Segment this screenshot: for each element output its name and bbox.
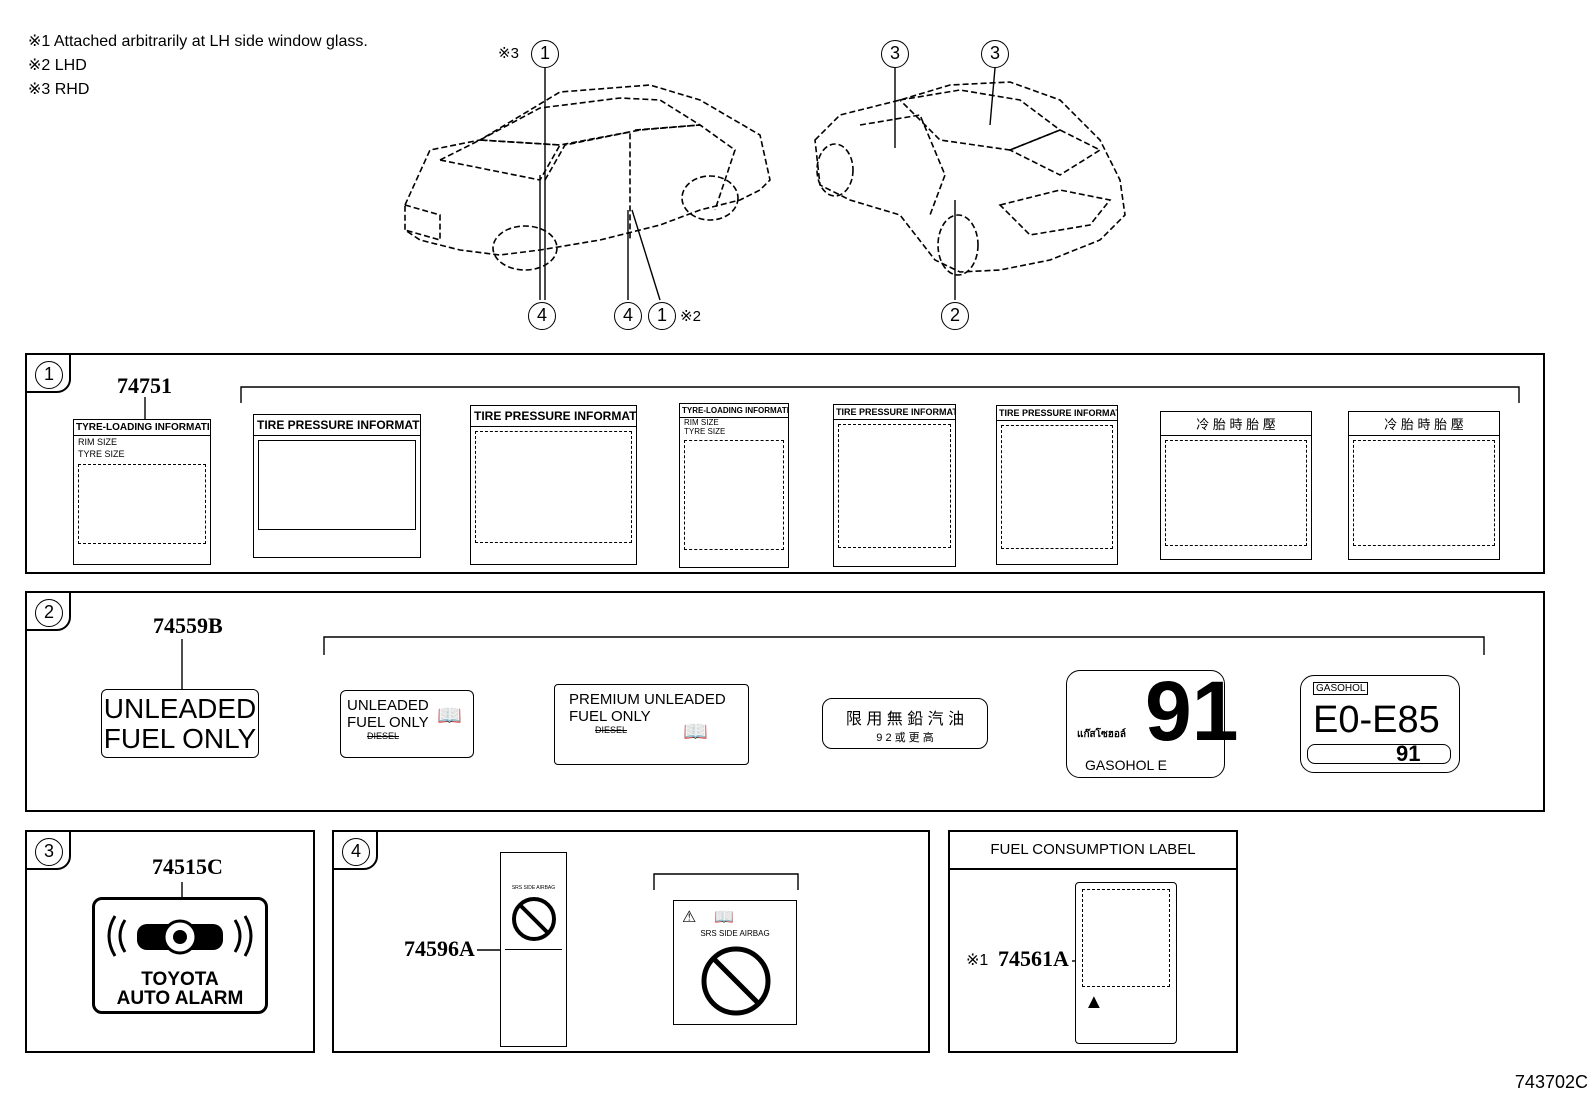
section-1-leaders [144,386,1520,421]
warning-icon: ⚠ [682,909,697,926]
callout-4-a: 4 [528,302,556,330]
auto-alarm-label: TOYOTA AUTO ALARM [92,897,268,1014]
note-1: ※1 Attached arbitrarily at LH side windo… [28,33,368,50]
callout-1-lhd: 1 [648,302,676,330]
section-2-leaders [181,636,1485,691]
fuel-label-b: UNLEADED FUEL ONLY DIESEL 📖 [340,690,474,758]
section-4-number: 4 [342,838,370,866]
front-car-door-rear [634,124,736,211]
note-3: ※3 RHD [28,81,90,98]
tire-label-6: TIRE PRESSURE INFORMATION [996,405,1118,565]
section-2-number: 2 [35,599,63,627]
fuel-label-main: UNLEADED FUEL ONLY [101,689,259,758]
fuel-consumption-title: FUEL CONSUMPTION LABEL [950,832,1236,870]
fuel-label-d: 限 用 無 鉛 汽 油 9 2 或 更 高 [822,698,988,749]
lhd-mark: ※2 [680,308,701,325]
fuel-consumption-label: ▲ [1075,882,1177,1044]
rear-car-wheel-rear [937,214,979,276]
airbag-label-tall: SRS SIDE AIRBAG [500,852,567,1047]
section-4-airbag-labels: 4 74596A [332,830,930,1053]
front-car-roof [477,97,703,146]
rhd-mark: ※3 [498,45,519,62]
front-car-body [404,84,771,256]
part-74751: 74751 [117,373,172,398]
part-74515C: 74515C [152,854,223,879]
front-car-grille [404,204,441,242]
manual-book-icon: 📖 [683,721,708,743]
tire-label-3: TIRE PRESSURE INFORMATION [470,405,637,565]
part-74596A: 74596A [404,936,475,961]
note-2: ※2 LHD [28,57,87,74]
section-3-number: 3 [35,838,63,866]
no-child-seat-icon [701,946,771,1016]
figure-code: 743702C [1514,1072,1588,1092]
manual-book-icon: 📖 [714,909,734,926]
rear-car-wheel-front [816,143,854,197]
tire-label-4: TYRE-LOADING INFORMATION RIM SIZE TYRE S… [679,403,789,568]
section-1-number: 1 [35,361,63,389]
rear-car-trunk [998,189,1112,236]
rear-car-roof [898,89,1062,151]
notes: ※1 Attached arbitrarily at LH side windo… [28,30,368,102]
callout-4-b: 4 [614,302,642,330]
manual-book-icon: 📖 [437,705,462,727]
front-car-windshield [437,139,562,181]
tire-label-2: TIRE PRESSURE INFORMATION [253,414,421,558]
callout-1-rhd: 1 [531,40,559,68]
fuel-label-f: GASOHOL E0-E85 91 [1300,675,1460,773]
vehicle-illustration [404,67,1126,301]
part-74561A: 74561A [998,946,1069,971]
tire-label-8: 冷 胎 時 胎 壓 [1348,411,1500,560]
rear-car-door [859,114,946,216]
rear-car-body [814,81,1126,273]
tire-label-1: TYRE-LOADING INFORMATION RIM SIZE TYRE S… [73,419,211,565]
callout-3-b: 3 [981,40,1009,68]
triangle-logo-icon: ▲ [1084,991,1104,1013]
fuel-label-c: PREMIUM UNLEADED FUEL ONLY DIESEL 📖 [554,684,749,765]
front-car-wheel-rear [681,175,739,221]
front-car-door-front [544,131,631,240]
front-car-wheel-front [492,225,558,271]
note-1-mark: ※1 [966,952,989,969]
alarm-car-icon [107,915,253,957]
section-2-fuel-labels: 2 74559B [25,591,1545,812]
callout-2: 2 [941,302,969,330]
rear-car-rear-window [1008,129,1102,176]
fuel-label-e: 91 แก๊สโซฮอล์ GASOHOL E [1066,667,1238,778]
callout-3-a: 3 [881,40,909,68]
tire-label-5: TIRE PRESSURE INFORMATION [833,404,956,567]
airbag-label-square: ⚠ 📖 SRS SIDE AIRBAG [673,900,797,1025]
no-child-seat-icon [512,897,556,941]
part-74559B: 74559B [153,613,223,638]
tire-label-7: 冷 胎 時 胎 壓 [1160,411,1312,560]
